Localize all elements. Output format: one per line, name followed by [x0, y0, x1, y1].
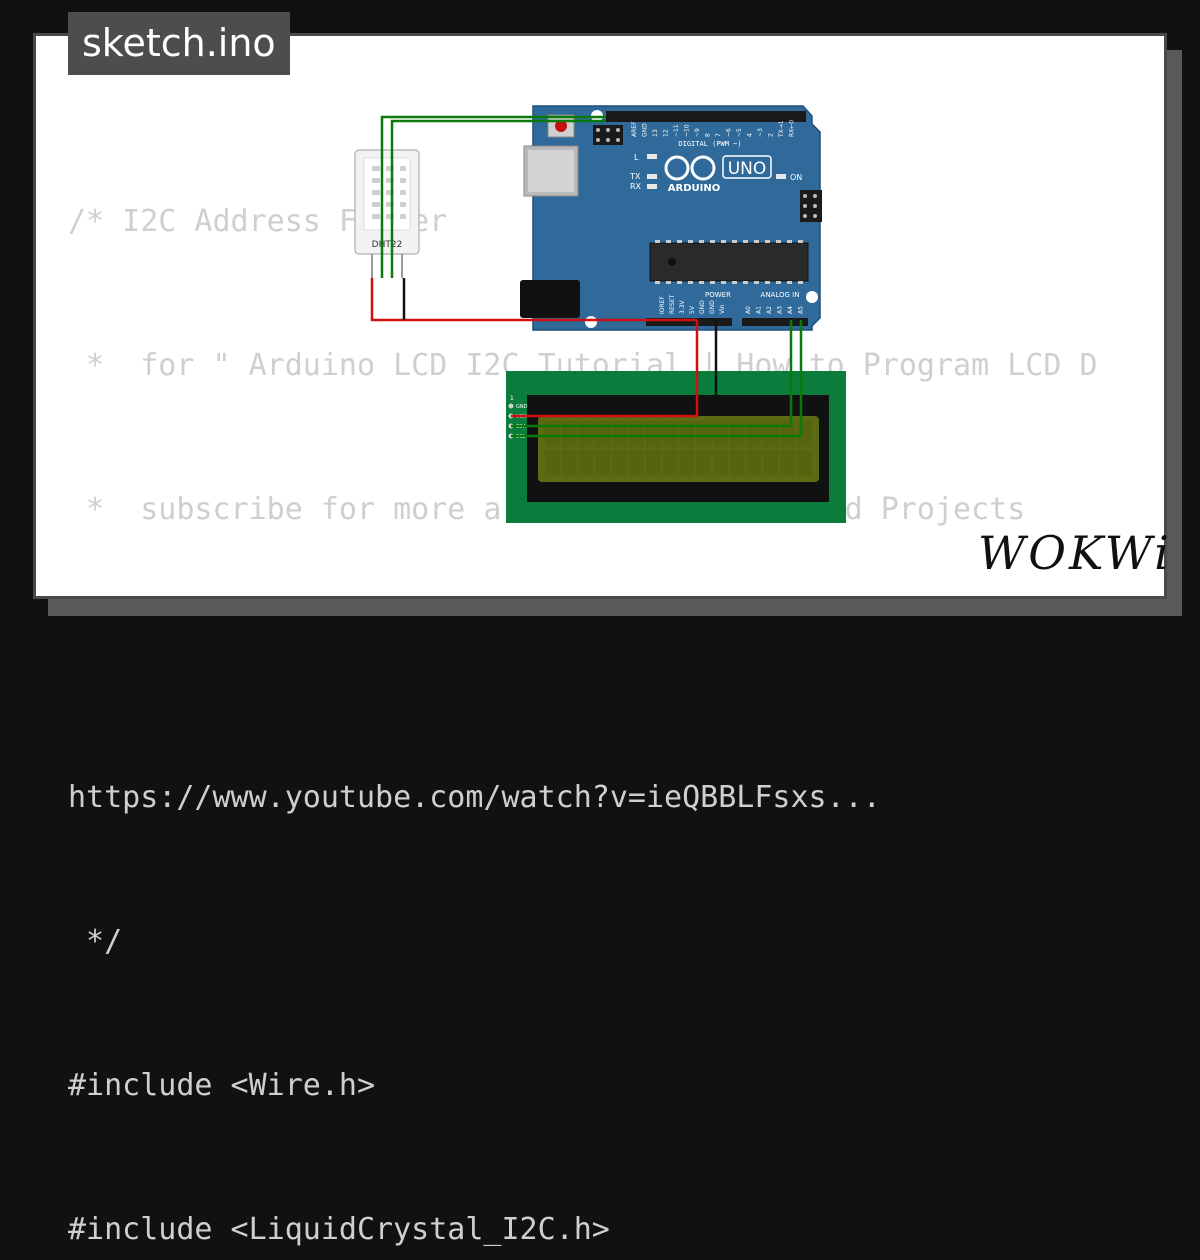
power-pin-label: RESET — [669, 294, 676, 314]
digital-pin-label: ~6 — [726, 128, 733, 137]
analog-pin-label: A3 — [777, 306, 784, 314]
wire-dht-data — [390, 119, 606, 278]
lcd-character-cell — [578, 450, 594, 476]
wire-lcd-vcc — [511, 320, 699, 418]
lcd-character-cell — [729, 421, 745, 447]
digital-pin-label: ~5 — [736, 128, 743, 137]
wire-dht-vcc — [370, 278, 697, 322]
code-line: https://www.youtube.com/watch?v=ieQBBLFs… — [68, 780, 881, 815]
lcd-character-cell — [545, 421, 560, 447]
wire-dht-sda — [380, 115, 606, 278]
power-pin-label: 5V — [689, 305, 696, 314]
lcd-character-cell — [662, 450, 678, 476]
digital-pin-label: AREF — [631, 121, 638, 137]
code-line: #include <Wire.h> — [68, 1068, 376, 1103]
lcd-character-cell — [797, 450, 812, 476]
lcd-character-cell — [713, 450, 728, 476]
lcd-character-cell — [746, 450, 762, 476]
lcd-character-cell — [713, 421, 728, 447]
power-pin-label: GND — [709, 300, 716, 314]
code-line — [68, 630, 1138, 678]
digital-pin-label: ~9 — [694, 128, 701, 137]
analog-pin-label: A2 — [766, 306, 773, 314]
lcd-pin-gnd-label: GND — [516, 404, 528, 410]
lcd-character-cell — [595, 421, 611, 447]
power-header — [646, 318, 732, 326]
lcd-character-cell — [780, 421, 796, 447]
lcd-character-cell — [696, 450, 712, 476]
lcd-character-cell — [645, 450, 661, 476]
arduino-logo: ARDUINO UNO — [664, 155, 772, 194]
digital-pin-label: 4 — [747, 133, 754, 137]
digital-header — [606, 111, 806, 122]
lcd-pin1-label: 1 — [510, 395, 514, 402]
digital-pin-label: 2 — [768, 133, 775, 137]
wire-lcd-scl — [511, 320, 803, 438]
digital-pin-label: ~11 — [673, 124, 680, 137]
lcd-character-cell — [645, 421, 661, 447]
analog-pin-label: A4 — [787, 306, 794, 314]
power-jack — [520, 280, 580, 318]
digital-pin-label: ~3 — [757, 128, 764, 137]
arduino-brand-label: ARDUINO — [668, 183, 720, 194]
digital-pin-label: 8 — [705, 133, 712, 137]
lcd-character-cell — [545, 450, 560, 476]
lcd-character-cell — [763, 450, 779, 476]
lcd-character-cell — [612, 450, 628, 476]
code-line: */ — [68, 924, 123, 959]
lcd-character-cell — [629, 450, 644, 476]
mounting-hole — [806, 291, 818, 303]
lcd-character-cell — [797, 421, 812, 447]
power-pin-label: Vin — [719, 304, 726, 314]
digital-pin-label: GND — [642, 123, 649, 137]
lcd-character-cell — [629, 421, 644, 447]
power-pin-label: GND — [699, 300, 706, 314]
power-header-label: POWER — [705, 291, 731, 299]
wokwi-logo: WOKWi — [978, 526, 1172, 580]
lcd-character-cell — [696, 421, 712, 447]
analog-header-label: ANALOG IN — [761, 291, 800, 299]
lcd-character-cell — [729, 450, 745, 476]
lcd-character-cell — [662, 421, 678, 447]
lcd1602-i2c-display[interactable]: 1 GND VCC SDA SCL — [506, 371, 846, 523]
lcd-character-cell — [679, 421, 695, 447]
lcd-character-cell — [561, 421, 577, 447]
arduino-model-label: UNO — [728, 159, 767, 179]
mounting-hole — [585, 316, 597, 328]
sketch-filename-tag: sketch.ino — [68, 12, 290, 75]
wire-lcd-sda — [511, 320, 793, 428]
digital-pin-label: ~10 — [684, 124, 691, 137]
lcd-character-cell — [578, 421, 594, 447]
digital-header-label: DIGITAL (PWM ~) — [678, 140, 741, 148]
dht22-label: DHT22 — [372, 240, 403, 250]
power-pin-label: 3.3V — [679, 299, 686, 314]
lcd-character-cell — [780, 450, 796, 476]
lcd-character-cell — [612, 421, 628, 447]
atmega-chip — [649, 242, 809, 282]
analog-pin-label: A5 — [798, 306, 805, 314]
lcd-character-cell — [595, 450, 611, 476]
analog-pin-label: A1 — [756, 306, 763, 314]
analog-header — [742, 318, 808, 326]
led-tx-label: TX — [629, 172, 641, 181]
led-on-label: ON — [790, 173, 802, 182]
lcd-character-cell — [679, 450, 695, 476]
digital-pin-label: 13 — [652, 129, 659, 137]
led-l-label: L — [634, 153, 639, 162]
digital-pin-label: TX→1 — [778, 120, 785, 138]
digital-pin-label: RX←0 — [789, 120, 796, 137]
lcd-character-cell — [561, 450, 577, 476]
code-line: #include <LiquidCrystal_I2C.h> — [68, 1212, 610, 1247]
dht22-sensor[interactable]: DHT22 — [354, 149, 420, 278]
analog-pin-label: A0 — [745, 306, 752, 314]
lcd-character-cell — [746, 421, 762, 447]
circuit-diagram: DHT22 DIGITAL (PWM ~) — [354, 105, 846, 523]
digital-pin-label: 12 — [663, 129, 670, 137]
digital-pin-label: 7 — [715, 133, 722, 137]
lcd-character-cell — [763, 421, 779, 447]
power-pin-label: IOREF — [659, 296, 666, 314]
wires — [370, 115, 803, 438]
led-rx-label: RX — [630, 182, 642, 191]
